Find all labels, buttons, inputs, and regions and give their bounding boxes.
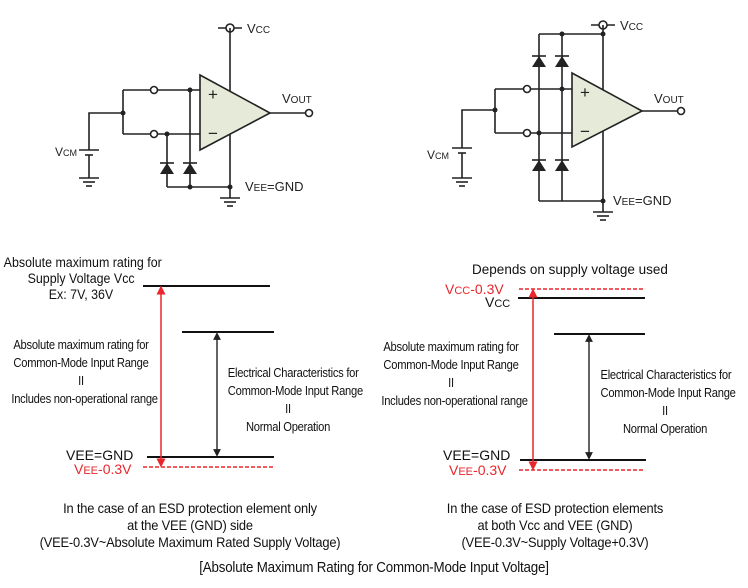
caption-line: at both Vcc and VEE (GND) <box>477 517 633 533</box>
vout-label: VOUT <box>654 91 684 106</box>
vcm-label: VCM <box>55 145 77 159</box>
diode-icon <box>160 162 174 174</box>
supply-title-line: Absolute maximum rating for <box>3 255 162 270</box>
text-line: II <box>448 375 454 390</box>
circuit-left <box>79 23 314 207</box>
supply-title-line: Ex: 7V, 36V <box>48 287 114 302</box>
vcc-label: VCC <box>485 294 510 310</box>
plus-sign: + <box>208 85 218 104</box>
text-line: Absolute maximum rating for <box>383 339 519 354</box>
text-line: Absolute maximum rating for <box>13 337 149 352</box>
text-line: Includes non-operational range <box>381 393 528 408</box>
vee-gnd-label: VEE=GND <box>66 447 133 463</box>
vcc-label: VCC <box>247 21 270 36</box>
minus-input-terminal <box>522 128 532 138</box>
text-line: Normal Operation <box>245 419 331 434</box>
vout-terminal <box>676 106 686 116</box>
text-line: Common-Mode Input Range <box>383 357 519 372</box>
vee-label: VEE=GND <box>245 179 304 194</box>
supply-voltage-title: Absolute maximum rating for Supply Volta… <box>0 255 176 303</box>
abs-max-cm-text: Absolute maximum rating for Common-Mode … <box>11 336 158 408</box>
vout-terminal <box>304 108 314 118</box>
vcm-wire <box>88 112 123 150</box>
caption-line: In the case of ESD protection elements <box>446 500 664 516</box>
range-diagram-left: VEE=GND VEE-0.3V <box>66 285 274 477</box>
vcc-minus-label: VCC-0.3V <box>445 281 504 297</box>
diode-icon <box>183 162 197 174</box>
minus-sign: − <box>580 122 590 141</box>
diode-icon <box>532 55 546 67</box>
caption-right: In the case of ESD protection elements a… <box>394 500 716 551</box>
diode-icon <box>555 159 569 171</box>
text-line: II <box>78 373 84 388</box>
vee-gnd-label: VEE=GND <box>443 447 510 463</box>
opamp-symbol <box>199 73 272 152</box>
range-diagram-right: VCC-0.3V VCC VEE=GND VEE-0.3V <box>443 281 646 478</box>
text-line: Includes non-operational range <box>11 391 158 406</box>
text-line: Electrical Characteristics for <box>227 365 359 380</box>
abs-max-cm-text: Absolute maximum rating for Common-Mode … <box>381 338 528 410</box>
elec-char-text: Electrical Characteristics for Common-Mo… <box>227 364 363 436</box>
vout-label: VOUT <box>282 91 312 106</box>
text-line: Normal Operation <box>622 421 708 436</box>
vee-minus-label: VEE-0.3V <box>74 461 132 477</box>
vcm-label: VCM <box>427 148 449 162</box>
text-line: II <box>662 403 668 418</box>
text-line: Common-Mode Input Range <box>227 383 363 398</box>
caption-line: In the case of an ESD protection element… <box>63 500 317 516</box>
diode-icon <box>555 55 569 67</box>
plus-input-terminal <box>522 84 532 94</box>
depends-text: Depends on supply voltage used <box>472 262 668 277</box>
junction-dots <box>120 87 233 190</box>
caption-line: (VEE-0.3V~Supply Voltage+0.3V) <box>461 534 649 550</box>
text-line: Common-Mode Input Range <box>600 385 736 400</box>
junction-dots <box>492 31 606 204</box>
opamp-symbol <box>571 71 644 149</box>
supply-title-line: Supply Voltage Vcc <box>27 271 135 286</box>
text-line: II <box>285 401 291 416</box>
plus-input-terminal <box>149 85 159 95</box>
elec-char-text: Electrical Characteristics for Common-Mo… <box>600 366 736 438</box>
text-line: Common-Mode Input Range <box>13 355 149 370</box>
circuit-right <box>452 20 686 221</box>
caption-left: In the case of an ESD protection element… <box>15 500 365 551</box>
vcm-wire <box>461 109 495 148</box>
text-line: Electrical Characteristics for <box>600 367 732 382</box>
diode-icon <box>532 159 546 171</box>
vcc-label: VCC <box>620 18 643 33</box>
vee-minus-label: VEE-0.3V <box>449 462 507 478</box>
minus-input-terminal <box>149 129 159 139</box>
vee-label: VEE=GND <box>613 193 672 208</box>
caption-line: at the VEE (GND) side <box>127 517 253 533</box>
plus-sign: + <box>580 83 590 102</box>
caption-line: (VEE-0.3V~Absolute Maximum Rated Supply … <box>39 534 341 550</box>
minus-sign: − <box>208 124 218 143</box>
figure-title: [Absolute Maximum Rating for Common-Mode… <box>199 560 549 576</box>
